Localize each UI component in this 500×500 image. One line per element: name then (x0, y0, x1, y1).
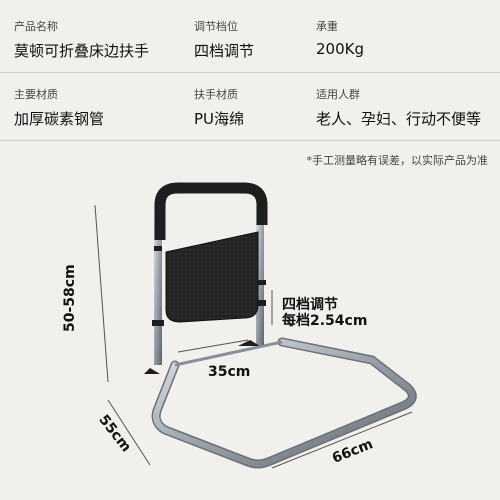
spec-target-users: 适用人群 老人、孕妇、行动不便等 (316, 86, 481, 129)
spec-value: PU海绵 (194, 110, 245, 128)
dim-adjust-line1: 四档调节 (282, 297, 338, 313)
spec-table: 产品名称 莫顿可折叠床边扶手 调节档位 四档调节 承重 200Kg 主要材质 加… (0, 0, 500, 141)
spec-value: 200Kg (316, 40, 364, 58)
dim-line-inner-width (177, 339, 249, 353)
spec-value: 莫顿可折叠床边扶手 (14, 42, 150, 60)
divider (0, 72, 500, 73)
grip-handle (154, 182, 268, 240)
dim-line-length (271, 411, 413, 469)
spec-value: 老人、孕妇、行动不便等 (316, 110, 482, 128)
left-collar (152, 320, 164, 326)
dim-inner-width-label: 35cm (208, 364, 251, 380)
dim-height-label: 50-58cm (62, 264, 78, 332)
spec-load: 承重 200Kg (316, 18, 364, 58)
spec-material: 主要材质 加厚碳素钢管 (14, 86, 104, 129)
left-knob (144, 368, 160, 374)
spec-label: 产品名称 (14, 20, 58, 33)
left-collar-upper (154, 246, 162, 251)
divider (0, 140, 500, 141)
left-upright (154, 205, 162, 365)
spec-label: 承重 (316, 20, 338, 33)
right-knob (238, 340, 260, 346)
spec-label: 主要材质 (14, 88, 58, 101)
spec-handle-material: 扶手材质 PU海绵 (194, 86, 244, 129)
spec-value: 加厚碳素钢管 (14, 110, 105, 128)
dim-adjust-label: 四档调节 每档2.54cm (282, 297, 367, 329)
right-collar (254, 300, 266, 306)
spec-adjust-levels: 调节档位 四档调节 (194, 18, 254, 61)
measurement-note: *手工测量略有误差，以实际产品为准 (306, 154, 489, 167)
right-collar-upper (254, 280, 266, 285)
right-upright (256, 205, 264, 345)
dim-line-height (94, 204, 109, 383)
spec-value: 四档调节 (194, 42, 255, 60)
spec-label: 调节档位 (194, 20, 238, 33)
base-frame-highlight (153, 339, 416, 467)
mesh-pocket (165, 231, 259, 323)
spec-label: 扶手材质 (194, 88, 238, 101)
dim-line-depth (107, 399, 151, 466)
base-crossbar (174, 340, 283, 367)
dim-adjust-line2: 每档2.54cm (282, 313, 368, 329)
spec-product-name: 产品名称 莫顿可折叠床边扶手 (14, 18, 149, 61)
spec-label: 适用人群 (316, 88, 360, 101)
